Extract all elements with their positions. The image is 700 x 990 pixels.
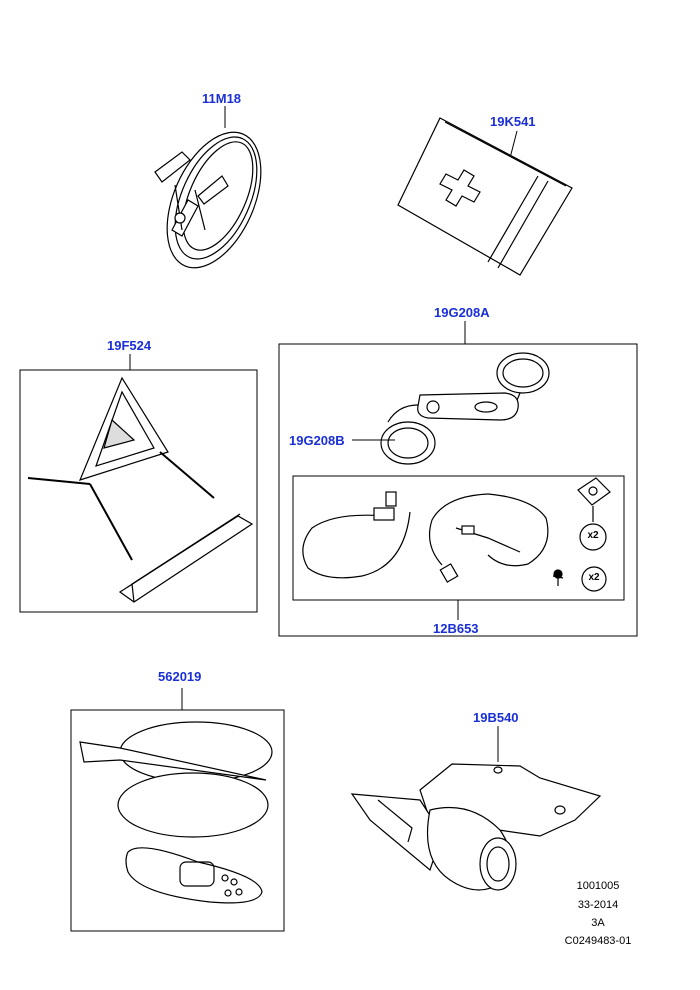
part-label-first-aid-kit[interactable]: 19K541 — [490, 114, 536, 129]
headrest-dvd-kit-drawing — [79, 721, 273, 904]
reference-illustration-id: C0249483-01 — [564, 935, 632, 947]
part-label-battery-conditioner[interactable]: 19G208B — [289, 433, 345, 448]
first-aid-kit-drawing — [397, 117, 573, 276]
quantity-label: x2 — [587, 530, 599, 541]
battery-conditioner-drawing — [380, 352, 550, 465]
reference-date: 33-2014 — [577, 899, 619, 911]
reference-code: 3A — [591, 917, 605, 929]
warning-triangle-drawing — [27, 376, 254, 603]
warning-triangle-box — [19, 369, 258, 613]
harness-drawing — [302, 477, 611, 592]
jump-leads-drawing — [154, 131, 262, 269]
part-label-battery-conditioner-kit[interactable]: 19G208A — [434, 305, 490, 320]
part-label-headrest-dvd-kit[interactable]: 562019 — [158, 669, 202, 684]
quantity-label: x2 — [588, 572, 600, 583]
part-label-conditioner-harness[interactable]: 12B653 — [433, 621, 479, 636]
tow-hitch-drawing — [350, 763, 602, 891]
part-label-jump-leads[interactable]: 11M18 — [202, 91, 242, 106]
harness-sub-box — [292, 475, 625, 601]
battery-conditioner-box — [278, 343, 638, 637]
part-label-warning-triangle[interactable]: 19F524 — [107, 338, 152, 353]
headrest-kit-box — [70, 709, 285, 932]
reference-number: 1001005 — [576, 880, 620, 892]
part-label-tow-hitch[interactable]: 19B540 — [473, 710, 519, 725]
